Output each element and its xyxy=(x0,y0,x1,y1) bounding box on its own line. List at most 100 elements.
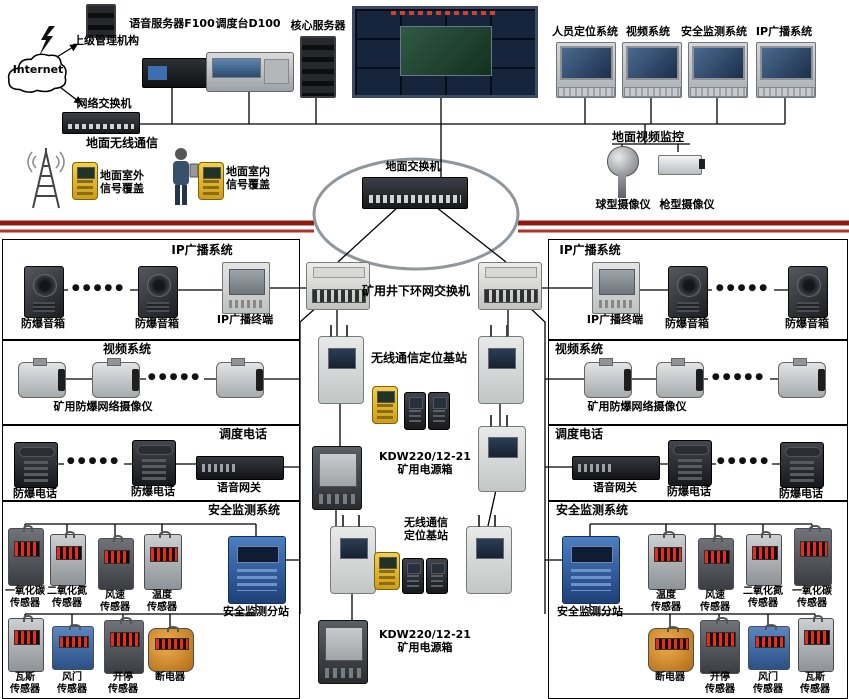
network-switch-device xyxy=(62,112,140,134)
gateway-label: 语音网关 xyxy=(593,481,637,494)
substation-label: 安全监测分站 xyxy=(223,605,289,618)
walkie-talkie-icon xyxy=(426,558,448,594)
person-with-device-icon xyxy=(166,146,200,208)
ring-switch-label: 矿用井下环网交换机 xyxy=(361,284,470,298)
breaker-icon xyxy=(148,625,194,672)
explosion-proof-camera-icon xyxy=(18,357,66,398)
explosion-proof-camera-icon xyxy=(584,357,632,398)
breaker-icon xyxy=(648,625,694,672)
no2-sensor-icon xyxy=(746,531,782,586)
phone-label: 防爆电话 xyxy=(667,485,711,498)
substation-label: 安全监测分站 xyxy=(557,605,623,618)
explosion-proof-speaker-icon xyxy=(138,266,178,318)
continuation-dots: ●●●●● xyxy=(716,456,772,466)
gateway-label: 语音网关 xyxy=(217,481,261,494)
co-sensor-label: 一氧化碳 传感器 xyxy=(5,586,45,609)
video-system-workstation xyxy=(622,42,682,98)
mine-power-box-icon xyxy=(318,620,368,684)
speaker-label: 防爆音箱 xyxy=(21,317,65,330)
ground-switch-label: 地面交换机 xyxy=(385,160,441,173)
dispatch-console-device xyxy=(206,52,294,92)
continuation-dots: ●●●●● xyxy=(66,456,122,466)
mine-camera-label: 矿用防爆网络摄像仪 xyxy=(53,400,153,413)
handset-phone-icon xyxy=(198,162,224,200)
internet-label: Internet xyxy=(12,63,64,76)
video-system-label: 视频系统 xyxy=(626,25,670,38)
walkie-talkie-icon xyxy=(404,392,426,430)
temp-sensor-label: 温度 传感器 xyxy=(147,590,177,613)
walkie-talkie-icon xyxy=(402,558,424,594)
ring-network-ellipse xyxy=(312,157,520,271)
temp-sensor-label: 温度 传感器 xyxy=(651,590,681,613)
voice-server-device xyxy=(142,58,208,88)
ground-video-surveillance-label: 地面视频监控 xyxy=(611,130,684,144)
walkie-talkie-icon xyxy=(428,392,450,430)
right-broadcast-section-box xyxy=(548,239,848,341)
continuation-dots: ●●●●● xyxy=(715,283,771,293)
no2-sensor-icon xyxy=(50,531,86,586)
personnel-system-label: 人员定位系统 xyxy=(552,25,618,38)
left-safety-title: 安全监测系统 xyxy=(207,503,280,517)
ring-switch-left-device xyxy=(306,262,370,310)
explosion-proof-speaker-icon xyxy=(24,266,64,318)
left-broadcast-title: IP广播系统 xyxy=(171,243,233,257)
explosion-proof-phone-icon xyxy=(668,440,712,486)
phone-label: 防爆电话 xyxy=(13,487,57,500)
gas-sensor-icon xyxy=(798,614,834,672)
left-telephone-title: 调度电话 xyxy=(218,427,267,441)
dispatch-console-label: 调度台D100 xyxy=(215,17,281,30)
explosion-proof-speaker-icon xyxy=(788,266,828,318)
power-box-label: KDW220/12-21 矿用电源箱 xyxy=(379,450,471,476)
handset-phone-icon xyxy=(374,552,400,590)
continuation-dots: ●●●●● xyxy=(147,372,203,382)
ip-terminal-label: IP广播终端 xyxy=(216,313,274,326)
explosion-proof-phone-icon xyxy=(132,440,176,486)
right-video-section-box xyxy=(548,339,848,426)
broadcast-system-label: IP广播系统 xyxy=(755,25,813,38)
bullet-camera-icon xyxy=(654,148,706,192)
voice-gateway-icon xyxy=(572,456,660,480)
no2-sensor-label: 二氧化氮 传感器 xyxy=(743,586,783,609)
breaker-label: 断电器 xyxy=(655,672,685,683)
breaker-label: 断电器 xyxy=(155,672,185,683)
voice-gateway-icon xyxy=(196,456,284,480)
air-door-sensor-label: 风门 传感器 xyxy=(57,672,87,695)
on-off-sensor-label: 开停 传感器 xyxy=(705,672,735,695)
temp-sensor-icon xyxy=(648,530,686,590)
air-door-sensor-icon xyxy=(52,623,94,670)
explosion-proof-phone-icon xyxy=(14,442,58,488)
safety-substation-icon xyxy=(562,536,620,604)
wireless-base-station-icon xyxy=(478,415,526,492)
antenna-tower-icon xyxy=(26,146,66,210)
outdoor-coverage-label: 地面室外 信号覆盖 xyxy=(100,169,144,195)
video-wall xyxy=(352,6,538,98)
on-off-sensor-label: 开停 传感器 xyxy=(108,672,138,695)
power-box-label: KDW220/12-21 矿用电源箱 xyxy=(379,628,471,654)
wireless-base-station-icon xyxy=(478,325,524,404)
speaker-label: 防爆音箱 xyxy=(135,317,179,330)
wireless-base-station-icon xyxy=(318,325,364,404)
upper-mgmt-label: 上级管理机构 xyxy=(73,34,139,47)
voice-server-label: 语音服务器F100 xyxy=(129,17,215,30)
co-sensor-icon xyxy=(8,524,44,586)
ground-switch-device xyxy=(362,177,468,209)
wind-sensor-label: 风速 传感器 xyxy=(100,590,130,613)
speaker-label: 防爆音箱 xyxy=(785,317,829,330)
right-safety-title: 安全监测系统 xyxy=(555,503,628,517)
co-sensor-label: 一氧化碳 传感器 xyxy=(792,586,832,609)
base-station-label: 无线通信定位基站 xyxy=(370,351,467,365)
continuation-dots: ●●●●● xyxy=(711,372,767,382)
broadcast-system-workstation xyxy=(756,42,816,98)
base-station-label: 无线通信 定位基站 xyxy=(404,516,448,542)
explosion-proof-camera-icon xyxy=(778,357,826,398)
air-door-sensor-icon xyxy=(748,623,790,670)
explosion-proof-camera-icon xyxy=(656,357,704,398)
right-broadcast-title: IP广播系统 xyxy=(559,243,621,257)
wind-sensor-label: 风速 传感器 xyxy=(700,590,730,613)
explosion-proof-speaker-icon xyxy=(668,266,708,318)
mine-power-box-icon xyxy=(312,446,362,510)
gas-sensor-label: 瓦斯 传感器 xyxy=(800,672,830,695)
ip-terminal-label: IP广播终端 xyxy=(586,313,644,326)
safety-system-label: 安全监测系统 xyxy=(681,25,747,38)
